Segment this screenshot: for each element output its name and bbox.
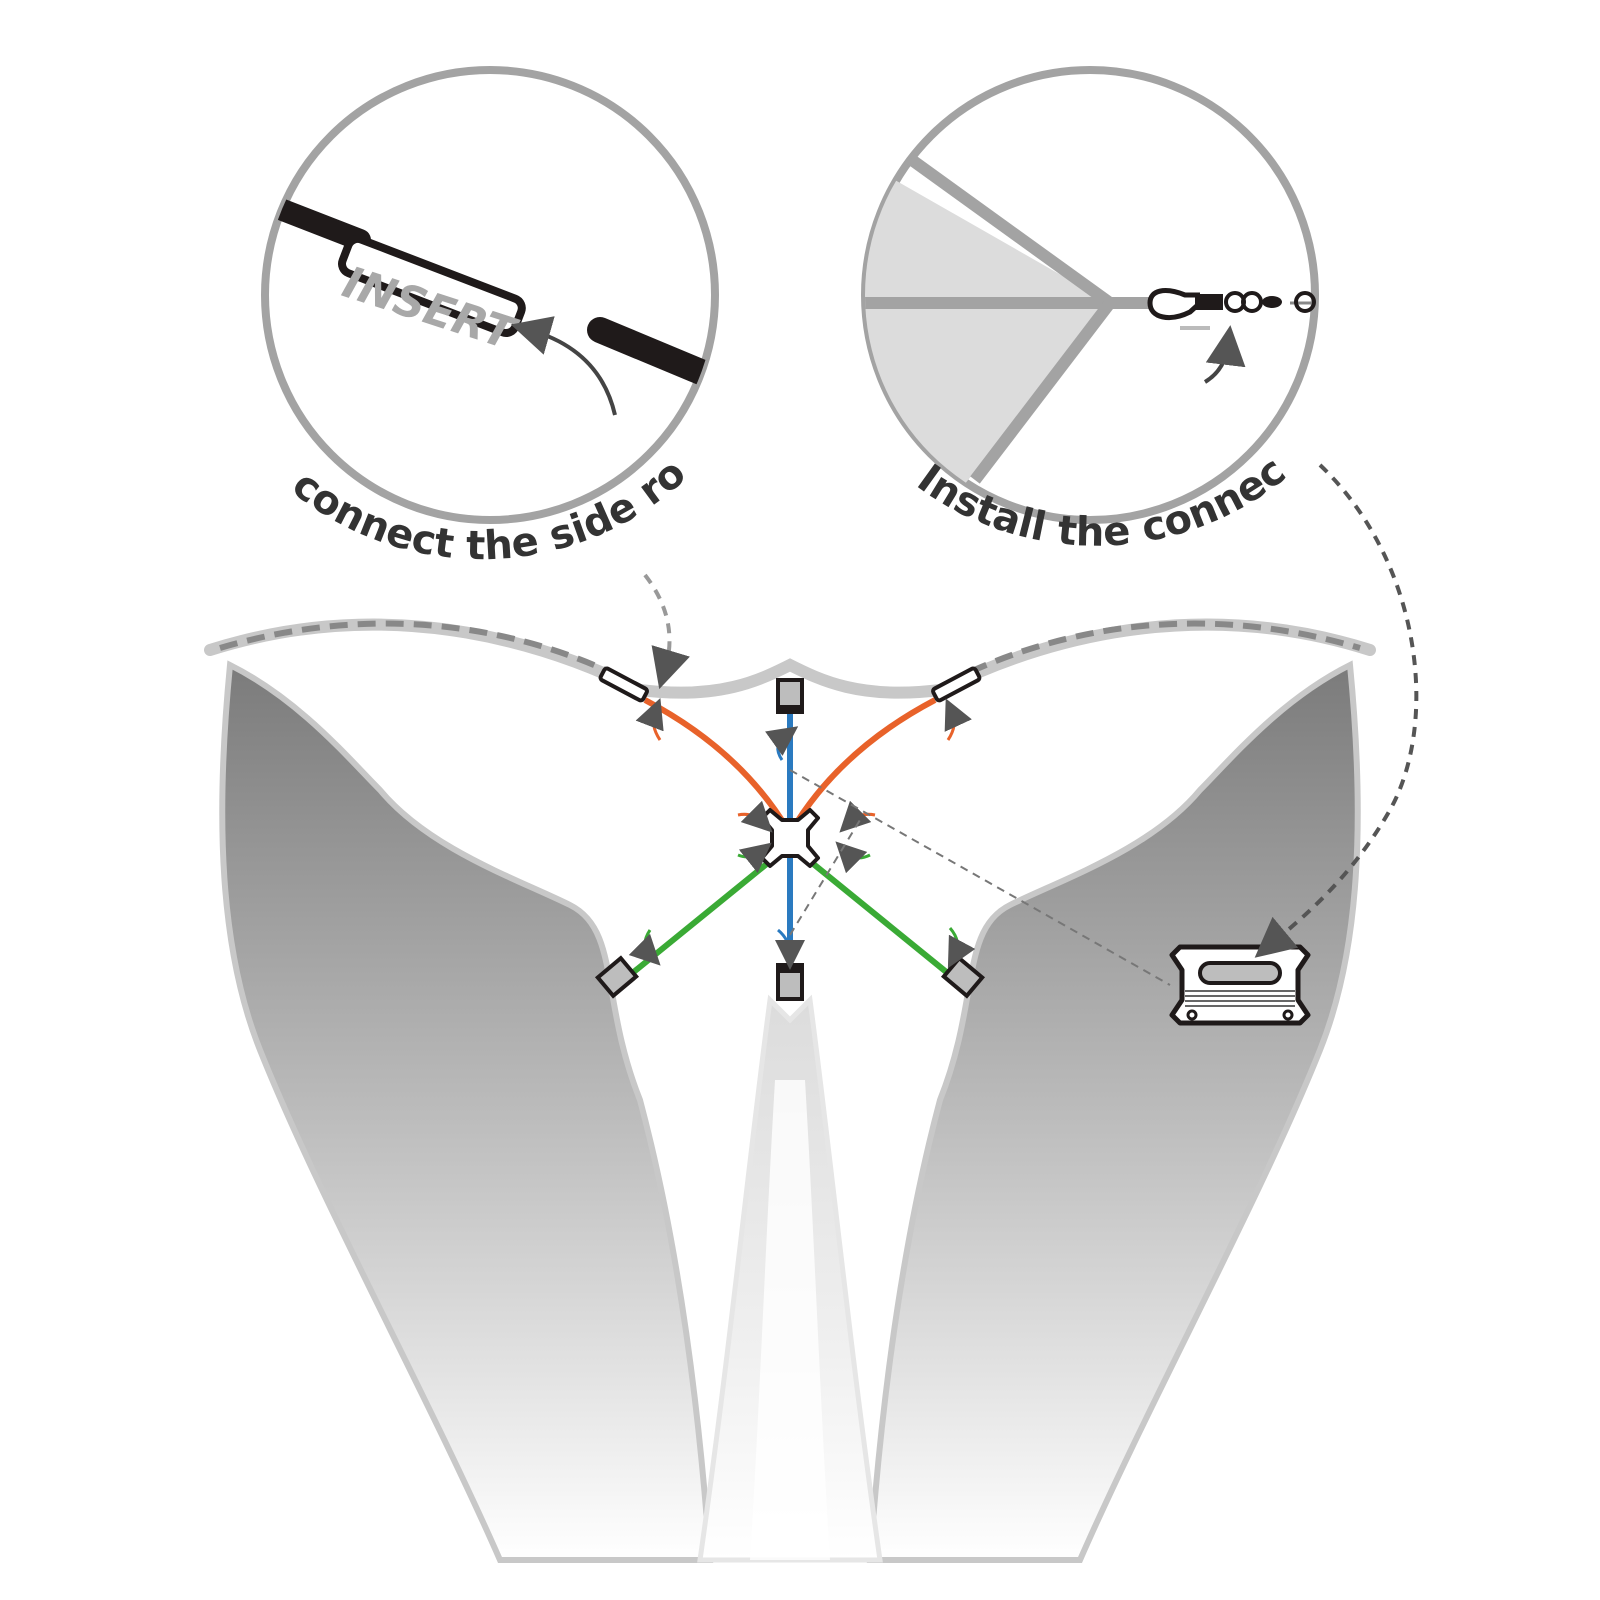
orange-rod-right xyxy=(789,697,937,832)
direction-arrows xyxy=(628,697,976,970)
side-rod-ferrule-left xyxy=(598,666,649,703)
leading-edge-dashes xyxy=(219,620,1361,675)
end-cap-left xyxy=(594,955,640,999)
rod-right-segment xyxy=(587,317,715,393)
center-tail-gap xyxy=(750,1080,830,1560)
spine-ferrule-bottom xyxy=(780,965,800,973)
cross-connector-icon xyxy=(760,808,820,868)
spine-ferrule-top xyxy=(780,705,800,713)
left-wing xyxy=(219,660,714,1563)
left-callout-arrow xyxy=(643,573,690,690)
clip-arrow-icon xyxy=(1203,325,1246,384)
left-callout: INSERT connect the side rods. xyxy=(0,0,719,569)
green-arrow-right-center xyxy=(835,841,871,874)
green-arrow-left-bottom xyxy=(628,929,661,966)
kite-sail xyxy=(204,618,1376,1563)
orange-arrow-left-center xyxy=(737,800,773,833)
sail-corner-upper xyxy=(865,160,1110,303)
insert-arrow-icon xyxy=(510,316,617,416)
green-arrow-right-bottom xyxy=(947,927,976,969)
blue-arrow-top xyxy=(765,726,799,761)
orange-arrow-left-top xyxy=(635,697,664,741)
bridle-lines xyxy=(789,769,1171,986)
orange-arrow-right-top xyxy=(944,698,972,741)
green-rod-right xyxy=(788,842,952,978)
orange-rod-left xyxy=(643,697,791,832)
orange-arrow-right-center xyxy=(839,800,876,833)
green-arrow-left-center xyxy=(737,842,772,874)
leading-edge xyxy=(204,618,1376,699)
rod-left-segment xyxy=(265,194,371,251)
blue-arrow-bottom xyxy=(774,928,805,970)
side-rod-ferrule-right xyxy=(931,666,982,703)
right-wing xyxy=(866,660,1361,1563)
line-winder-icon xyxy=(1169,944,1311,1026)
sail-corner-lower xyxy=(865,303,1110,490)
snap-swivel-icon xyxy=(1147,288,1316,330)
